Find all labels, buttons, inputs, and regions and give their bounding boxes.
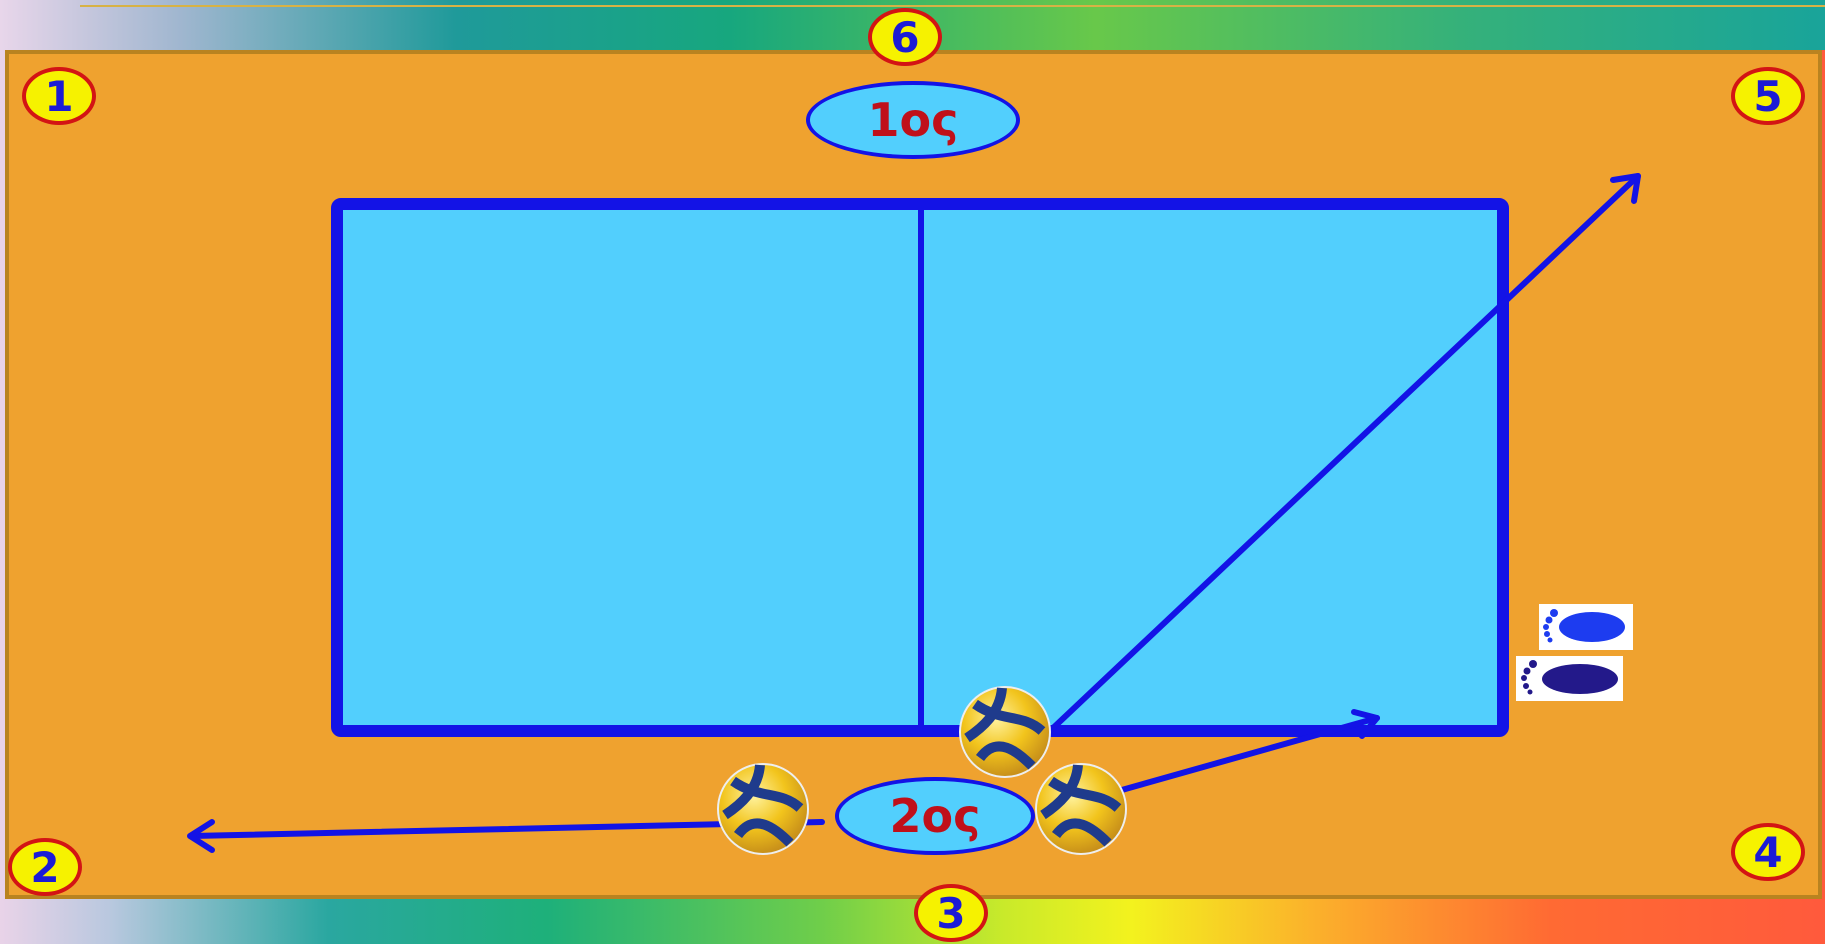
footprint-icon — [1539, 604, 1633, 650]
position-badge-1: 1 — [22, 67, 96, 125]
position-badge-6: 6 — [868, 8, 942, 66]
position-badge-2: 2 — [8, 838, 82, 896]
volleyball-icon — [717, 763, 809, 855]
arrow-diagonal-up — [1014, 173, 1641, 765]
second-server-label: 2ος — [835, 777, 1035, 855]
volleyball-icon — [959, 686, 1051, 778]
footprint-icon — [1516, 656, 1623, 701]
arrow-to-left — [187, 819, 825, 853]
position-badge-4: 4 — [1731, 823, 1805, 881]
position-badge-5: 5 — [1731, 67, 1805, 125]
first-server-label: 1ος — [806, 81, 1020, 159]
volleyball-icon — [1035, 763, 1127, 855]
position-badge-3: 3 — [914, 884, 988, 942]
